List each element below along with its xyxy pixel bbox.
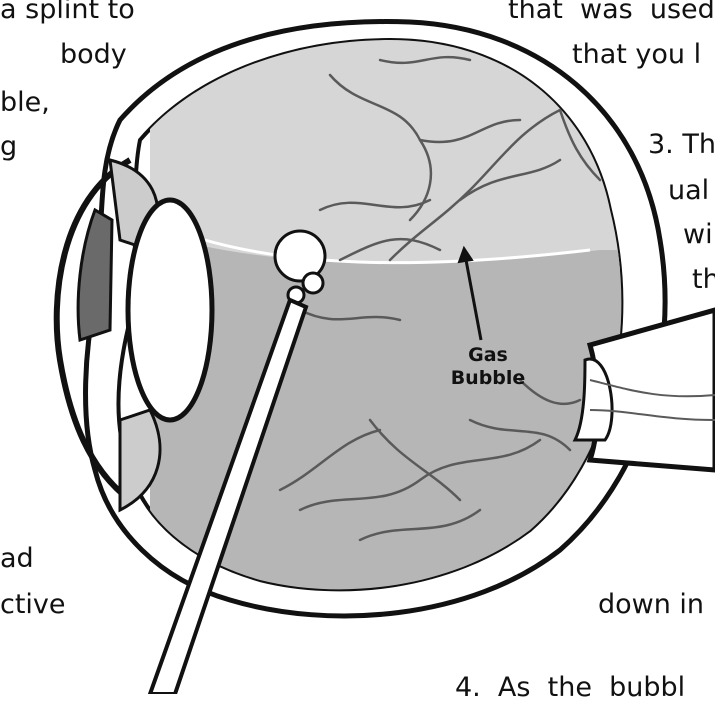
lens xyxy=(128,200,212,420)
gas-bubble-small xyxy=(303,273,323,293)
callout-line-1: Gas xyxy=(433,344,543,367)
gas-bubble-callout: Gas Bubble xyxy=(433,344,543,390)
callout-line-2: Bubble xyxy=(433,367,543,390)
iris-upper xyxy=(78,210,112,340)
